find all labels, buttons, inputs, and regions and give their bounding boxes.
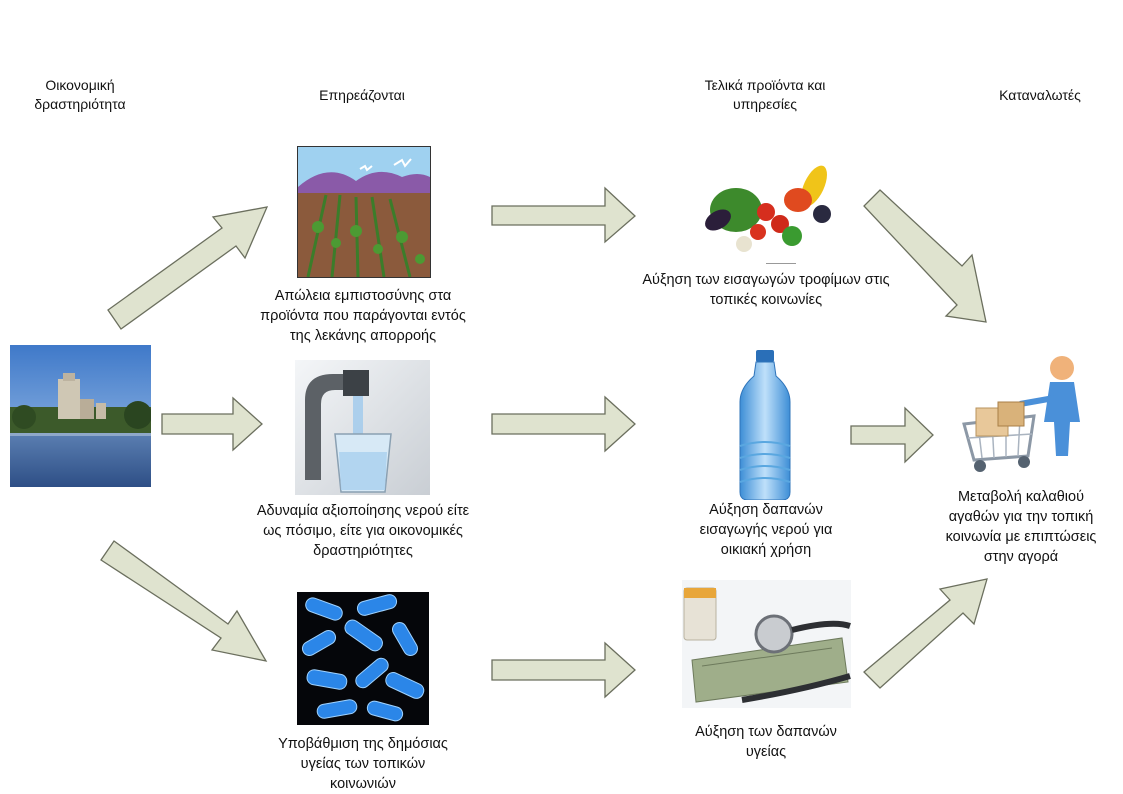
- shopping-cart-image: [958, 352, 1086, 480]
- caption-basket-change: Μεταβολή καλαθιού αγαθών για την τοπική …: [945, 489, 1097, 565]
- header-affected: Επηρεάζονται: [319, 87, 405, 103]
- tap-water-image: [295, 360, 430, 495]
- caption-health-costs: Αύξηση των δαπανών υγείας: [695, 724, 837, 760]
- caption-water-import-cost: Αύξηση δαπανών εισαγωγής νερού για οικια…: [699, 502, 833, 558]
- caption-public-health: Υποβάθμιση της δημόσιας υγείας των τοπικ…: [278, 736, 448, 792]
- arrow-city-to-tap: [161, 396, 263, 452]
- caption-trust-loss: Απώλεια εμπιστοσύνης στα προϊόντα που πα…: [260, 288, 466, 344]
- arrow-health-to-consumer: [863, 578, 988, 689]
- bacteria-image: [297, 592, 429, 725]
- water-bottle-image: [736, 350, 794, 500]
- farm-field-image: [297, 146, 431, 278]
- arrow-tap-to-bottle: [491, 395, 636, 453]
- city-river-image: [10, 345, 151, 487]
- header-activity: Οικονομική δραστηριότητα: [34, 77, 126, 112]
- arrow-city-to-farm: [107, 206, 269, 330]
- vegetables-image: [696, 152, 841, 264]
- header-final-products: Τελικά προϊόντα και υπηρεσίες: [704, 77, 826, 112]
- arrow-city-to-bacteria: [100, 540, 268, 662]
- arrow-farm-to-food: [491, 186, 636, 244]
- header-consumers: Καταναλωτές: [999, 87, 1081, 103]
- arrow-bacteria-to-health: [491, 641, 636, 699]
- health-costs-image: [682, 580, 851, 708]
- arrow-food-to-consumer: [863, 189, 987, 323]
- caption-food-imports: Αύξηση των εισαγωγών τροφίμων στις τοπικ…: [642, 272, 890, 308]
- arrow-bottle-to-consumer: [850, 406, 934, 464]
- caption-water-unusable: Αδυναμία αξιοποίησης νερού είτε ως πόσιμ…: [256, 503, 470, 559]
